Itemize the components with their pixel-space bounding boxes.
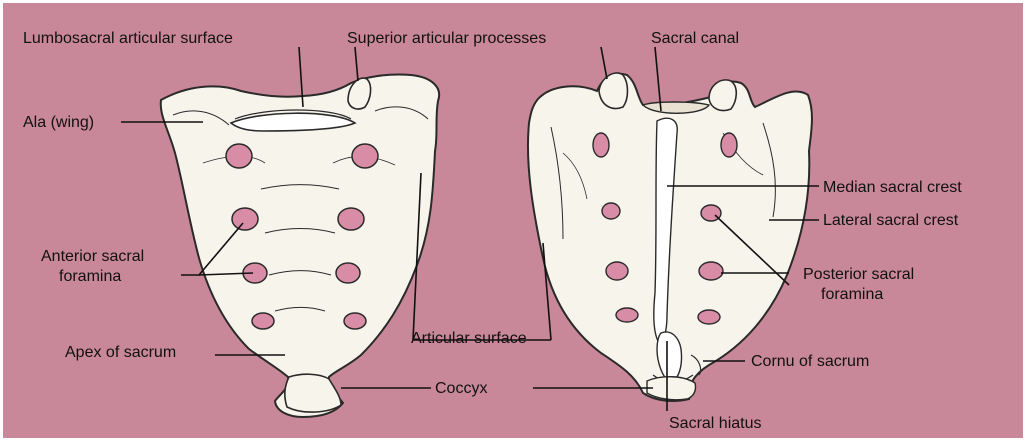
labels: Lumbosacral articular surface Superior a… [23, 30, 962, 432]
label-apex-of-sacrum: Apex of sacrum [65, 344, 176, 361]
label-cornu-of-sacrum: Cornu of sacrum [751, 353, 869, 370]
label-median-sacral-crest: Median sacral crest [823, 179, 962, 196]
anterior-coccyx-shape [285, 374, 341, 412]
label-coccyx: Coccyx [435, 380, 487, 397]
label-superior-articular-processes: Superior articular processes [347, 30, 546, 47]
label-articular-surface: Articular surface [411, 330, 527, 347]
label-anterior-sacral-foramina-line2: foramina [59, 268, 121, 285]
posterior-coccyx-shape [647, 377, 696, 400]
label-lumbosacral-articular-surface: Lumbosacral articular surface [23, 30, 233, 47]
label-posterior-sacral-foramina-line1: Posterior sacral [803, 266, 914, 283]
sacrum-posterior-view [528, 73, 812, 401]
label-posterior-sacral-foramina-line2: foramina [821, 286, 883, 303]
label-anterior-sacral-foramina-line1: Anterior sacral [41, 248, 144, 265]
label-sacral-hiatus: Sacral hiatus [669, 415, 762, 432]
label-ala-wing: Ala (wing) [23, 114, 94, 131]
label-lateral-sacral-crest: Lateral sacral crest [823, 212, 959, 229]
sacrum-diagram: Lumbosacral articular surface Superior a… [3, 3, 1023, 438]
sacrum-anterior-view [161, 74, 439, 417]
label-sacral-canal: Sacral canal [651, 30, 739, 47]
